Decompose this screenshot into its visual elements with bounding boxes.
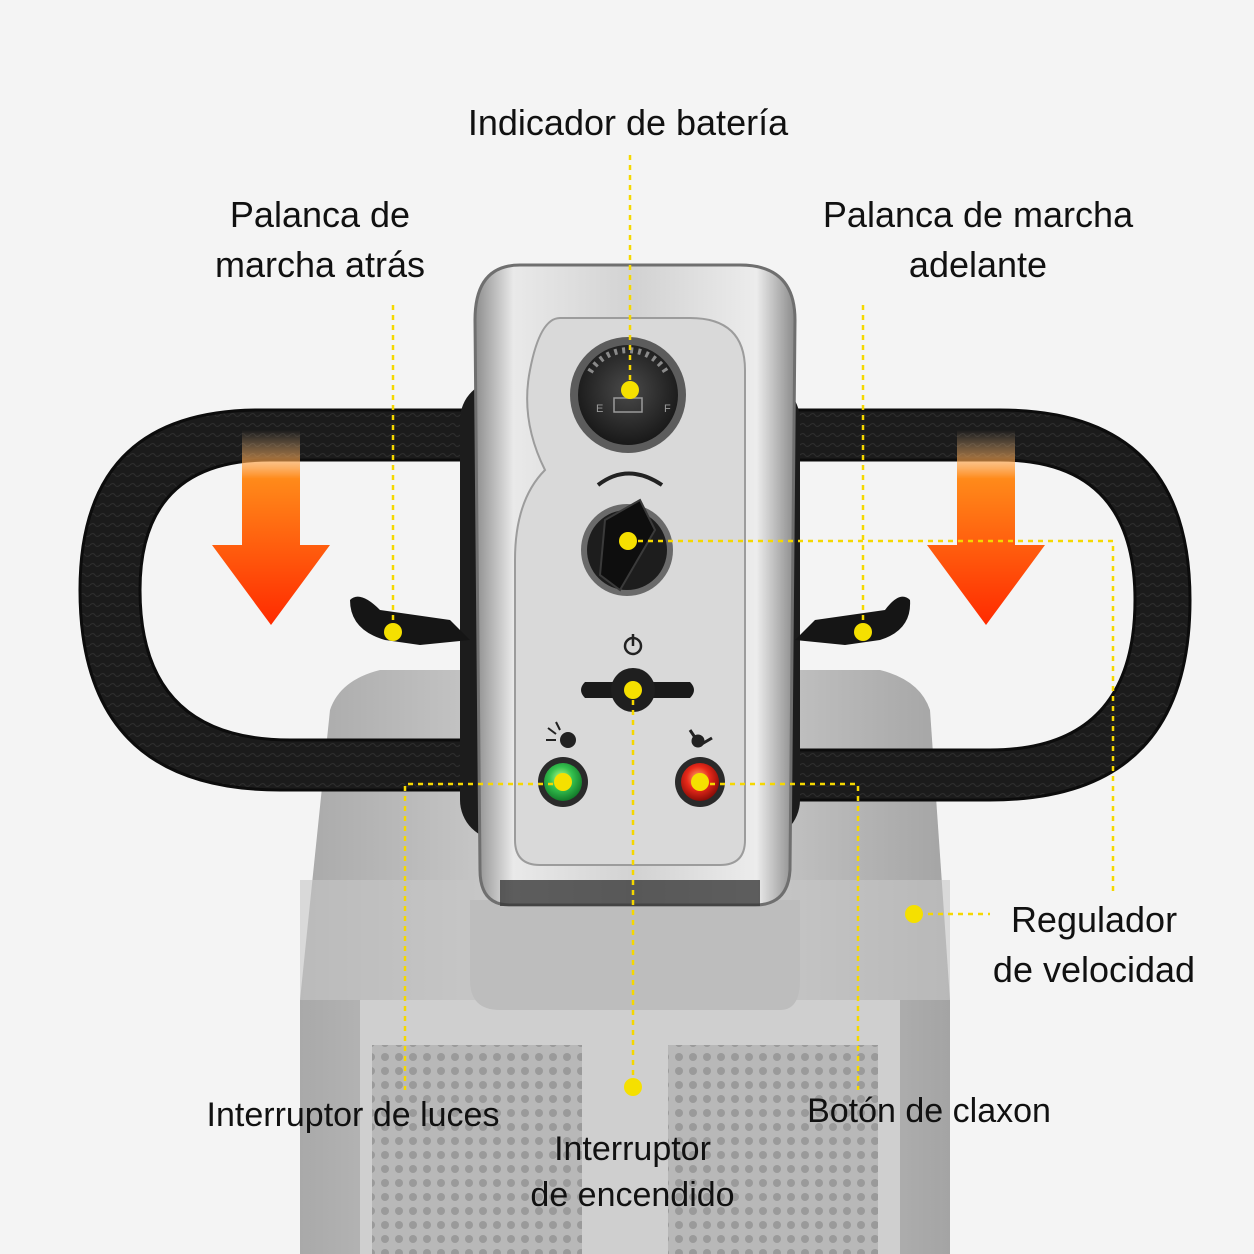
gauge-empty-label: E — [596, 403, 603, 415]
dot-power — [624, 681, 642, 699]
label-reverse-line1: Palanca de — [229, 194, 411, 235]
label-light-switch: Interruptor de luces — [198, 1092, 508, 1138]
control-console: E F — [473, 263, 797, 907]
reverse-lever — [350, 596, 470, 645]
label-speed-line2: de velocidad — [992, 949, 1196, 990]
dot-horn — [691, 773, 709, 791]
label-power-line1: Interruptor — [554, 1130, 711, 1168]
light-icon — [546, 721, 576, 748]
leader-speed — [628, 539, 1115, 895]
speed-arc-icon — [596, 471, 664, 487]
horn-icon — [688, 729, 713, 748]
label-battery-indicator: Indicador de batería — [452, 98, 804, 148]
dot-lights — [554, 773, 572, 791]
label-forward-lever: Palanca de marcha adelante — [808, 190, 1148, 290]
label-forward-line2: adelante — [908, 244, 1048, 285]
leader-lights — [403, 782, 563, 1090]
label-power-switch: Interruptor de encendido — [520, 1126, 745, 1218]
label-reverse-line2: marcha atrás — [214, 244, 426, 285]
dot-battery — [621, 381, 639, 399]
leader-lines — [391, 155, 1115, 1090]
label-speed-regulator: Regulador de velocidad — [985, 895, 1203, 995]
label-lights-text: Interruptor de luces — [206, 1096, 500, 1134]
dot-speed-dial — [619, 532, 637, 550]
dot-reverse — [384, 623, 402, 641]
leader-horn — [700, 782, 860, 1090]
dot-power-end — [624, 1078, 642, 1096]
label-horn-button: Botón de claxon — [800, 1088, 1058, 1134]
floor-mat-right — [668, 1045, 878, 1254]
gauge-full-label: F — [664, 403, 671, 415]
label-horn-text: Botón de claxon — [807, 1092, 1051, 1130]
callout-dots — [384, 381, 923, 1096]
forward-lever — [795, 596, 911, 645]
label-speed-line1: Regulador — [1010, 899, 1178, 940]
label-reverse-lever: Palanca de marcha atrás — [200, 190, 440, 290]
dot-forward — [854, 623, 872, 641]
down-arrow-icon-right — [927, 430, 1045, 625]
dot-speed-body — [905, 905, 923, 923]
label-battery-text: Indicador de batería — [467, 102, 789, 143]
label-forward-line1: Palanca de marcha — [822, 194, 1134, 235]
label-power-line2: de encendido — [530, 1176, 735, 1214]
floor-mat-left — [372, 1045, 582, 1254]
down-arrow-icon-left — [212, 430, 330, 625]
